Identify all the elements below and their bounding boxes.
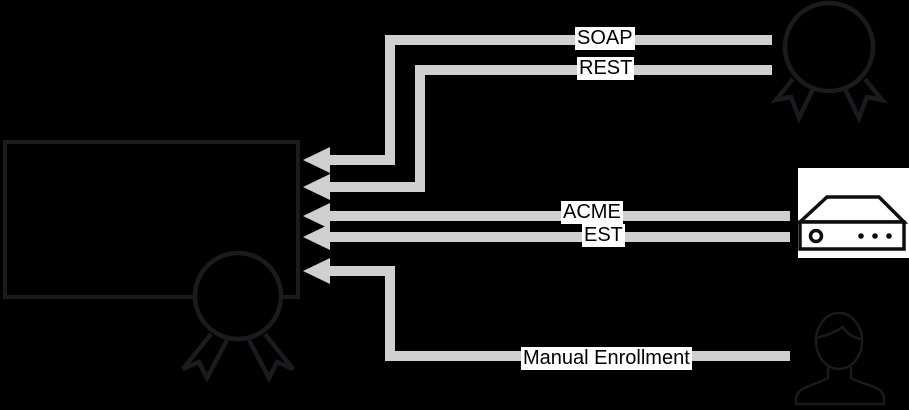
arrowhead-rest — [303, 174, 330, 200]
connector-manual-vertical — [385, 266, 395, 361]
person-head — [814, 311, 864, 371]
connector-rest-vertical — [415, 65, 425, 192]
label-soap: SOAP — [575, 27, 635, 50]
connector-manual-tail — [329, 266, 395, 276]
arrowhead-soap — [303, 147, 330, 173]
seal-circle — [192, 250, 284, 342]
connector-soap-vertical — [385, 35, 395, 165]
connector-acme — [329, 211, 790, 221]
person-shoulders — [794, 367, 886, 406]
person-hair — [816, 325, 862, 341]
seal-right-tail — [247, 332, 295, 383]
award-ribbon-icon — [770, 0, 888, 124]
ribbon-left-tail — [770, 77, 817, 124]
ribbon-right-tail — [841, 77, 888, 124]
connector-est — [329, 232, 790, 242]
person-icon — [794, 311, 886, 406]
device-port — [808, 228, 824, 244]
connector-rest-tail — [329, 182, 425, 192]
certificate-award-icon — [3, 140, 300, 383]
arrowhead-est — [303, 224, 330, 250]
network-device-icon — [795, 168, 909, 258]
device-led — [858, 233, 864, 239]
label-manual: Manual Enrollment — [521, 347, 692, 370]
device-led — [886, 233, 892, 239]
label-acme: ACME — [561, 201, 623, 224]
label-rest: REST — [577, 57, 635, 80]
connector-soap-tail — [329, 155, 395, 165]
certificate-box — [3, 140, 300, 299]
label-est: EST — [582, 224, 625, 247]
seal-left-tail — [181, 332, 229, 383]
ribbon-circle — [782, 0, 876, 94]
arrowhead-manual — [303, 258, 330, 284]
device-led — [872, 233, 878, 239]
